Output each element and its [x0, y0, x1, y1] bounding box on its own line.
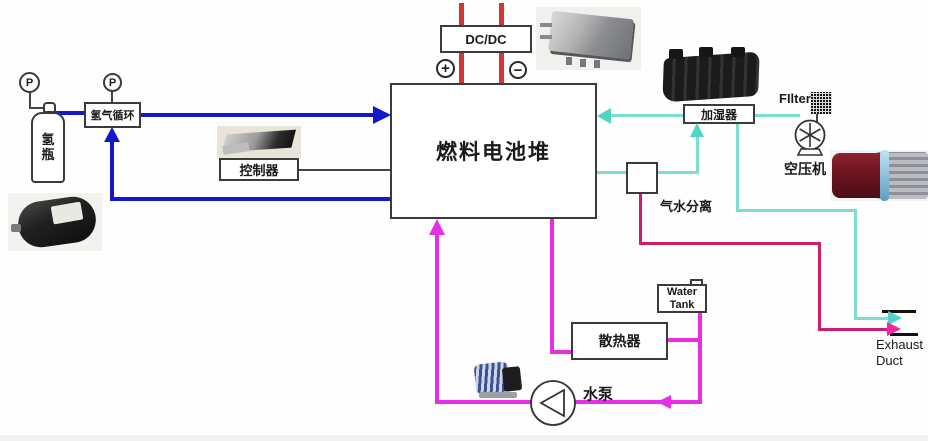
- air-exhaust-arrow-icon: [888, 311, 902, 325]
- fuel-cell-stack-label: 燃料电池堆: [436, 141, 551, 164]
- air-exhaust-h2-line: [854, 317, 890, 320]
- radiator-label: 散热器: [598, 333, 641, 349]
- dc-positive-line-bottom: [459, 52, 464, 84]
- hydrogen-circulation-box: 氢气循环: [84, 102, 141, 128]
- h2-return-line-h: [110, 197, 390, 201]
- dcdc-photo: [536, 7, 641, 70]
- gauge1-label: P: [25, 76, 34, 89]
- coolant-tank-down-line: [698, 312, 702, 404]
- controller-box: 控制器: [219, 158, 299, 181]
- air-compressor-icon: [794, 119, 826, 156]
- gas-water-separator-label: 气水分离: [660, 199, 713, 214]
- controller-to-stack-line: [298, 169, 390, 171]
- h2-return-arrow-icon: [104, 127, 120, 142]
- air-compressor-photo: [830, 150, 928, 201]
- exhaust-duct-label-line2: Duct: [876, 353, 903, 368]
- gauge1-stem-v: [29, 92, 31, 109]
- gauge2-stem: [111, 91, 113, 103]
- air-into-humidifier-arrow-icon: [690, 123, 704, 137]
- pressure-gauge-icon-circulation: P: [103, 73, 122, 92]
- hydrogen-bottle: 氢瓶: [31, 112, 65, 183]
- coolant-pump-out-line: [435, 400, 532, 404]
- minus-terminal-icon: −: [509, 61, 527, 79]
- filter-mesh-icon: [811, 92, 832, 114]
- coolant-radiator-out-line: [666, 338, 700, 342]
- coolant-into-radiator-line: [550, 350, 573, 354]
- water-tank-box: Water Tank: [657, 284, 707, 313]
- exhaust-duct-label-line1: Exhaust: [876, 337, 923, 352]
- air-humidifier-to-stack-line: [609, 114, 684, 117]
- bottom-strip: [0, 435, 928, 441]
- controller-label: 控制器: [239, 163, 279, 178]
- dcdc-label: DC/DC: [465, 31, 507, 47]
- air-exhaust-down-line: [736, 123, 739, 212]
- filter-label: FIlter: [779, 91, 811, 106]
- plus-terminal-icon: +: [436, 59, 455, 78]
- gauge2-label: P: [108, 76, 117, 89]
- hydrogen-bottle-label: 氢瓶: [41, 131, 55, 162]
- h2-supply-line-to-stack: [140, 113, 375, 117]
- gas-water-separator-box: [626, 162, 658, 194]
- dc-negative-line-top: [499, 3, 504, 26]
- air-into-stack-arrow-icon: [597, 108, 611, 124]
- hydrogen-tank-photo: [8, 193, 102, 251]
- h2-supply-line-bottle: [55, 111, 85, 115]
- air-separator-to-corner-line: [657, 171, 699, 174]
- filter-stem: [816, 112, 818, 122]
- plus-label: +: [441, 60, 450, 77]
- water-tank-label-line2: Tank: [669, 298, 695, 311]
- water-pump-icon: [530, 380, 576, 426]
- fuel-cell-stack-box: 燃料电池堆: [390, 83, 597, 219]
- radiator-box: 散热器: [571, 322, 668, 360]
- coolant-into-pump-arrow-icon: [657, 395, 671, 409]
- air-compressor-label: 空压机: [784, 161, 826, 177]
- coolant-stack-out-line: [550, 219, 554, 354]
- water-tank-label-line1: Water: [666, 285, 698, 298]
- h2-supply-arrow-icon: [373, 106, 391, 124]
- drain-h1-line: [639, 242, 821, 245]
- pressure-gauge-icon-bottle: P: [19, 72, 40, 93]
- air-stack-to-separator-line: [597, 171, 627, 174]
- drain-v2-line: [818, 242, 821, 330]
- air-exhaust-h1-line: [736, 209, 857, 212]
- coolant-pump-in-line: [575, 400, 702, 404]
- minus-label: −: [513, 61, 523, 79]
- humidifier-box: 加湿器: [683, 104, 755, 124]
- dc-negative-line-bottom: [499, 52, 504, 84]
- drain-separator-down-line: [639, 194, 642, 245]
- hydrogen-circulation-label: 氢气循环: [90, 110, 135, 122]
- air-up-to-humidifier-line: [696, 136, 699, 174]
- water-pump-label: 水泵: [583, 386, 614, 403]
- humidifier-photo: [661, 47, 762, 102]
- dcdc-box: DC/DC: [440, 25, 532, 53]
- h2-return-line-v: [110, 138, 114, 200]
- controller-photo: [217, 126, 301, 158]
- coolant-into-stack-arrow-icon: [429, 219, 445, 235]
- gauge1-stem-h: [29, 107, 45, 109]
- humidifier-label: 加湿器: [700, 107, 737, 122]
- dc-positive-line-top: [459, 3, 464, 26]
- coolant-into-stack-line: [435, 233, 439, 404]
- air-compressor-to-humidifier-line: [754, 114, 800, 117]
- drain-exhaust-arrow-icon: [887, 322, 901, 336]
- air-exhaust-v-line: [854, 209, 857, 319]
- drain-h2-line: [818, 328, 890, 331]
- water-pump-photo: [473, 361, 526, 400]
- exhaust-duct-mark-bottom: [890, 333, 918, 336]
